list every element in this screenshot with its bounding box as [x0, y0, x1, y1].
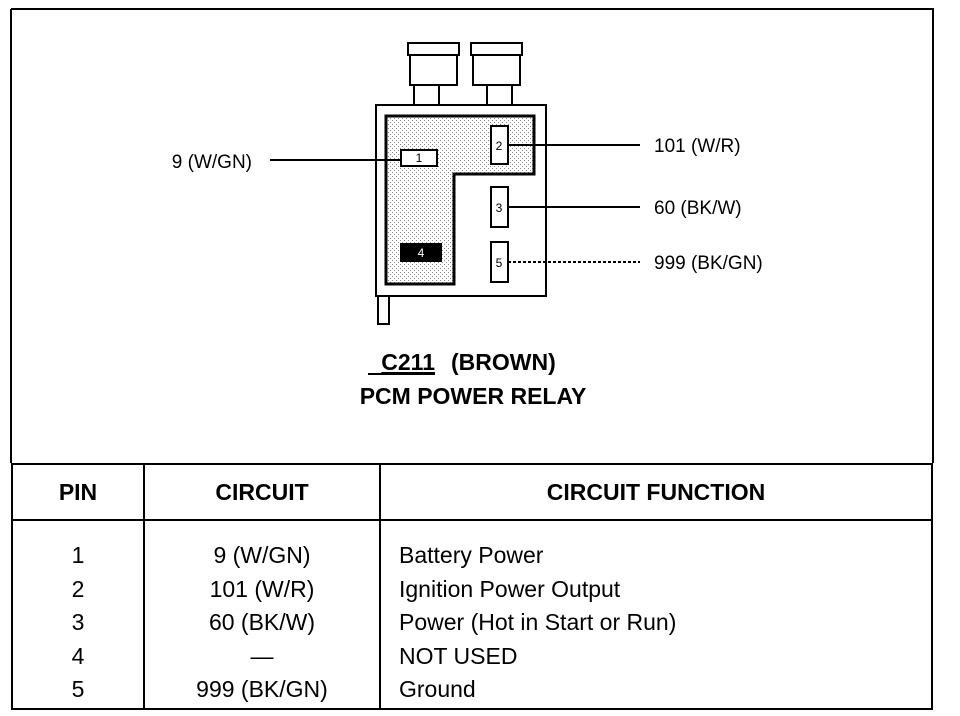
table-cell-circuit: 60 (BK/W)	[208, 609, 316, 635]
table-cell-function: NOT USED	[399, 642, 518, 669]
table-body: 1 2 3 4 5 9 (W/GN) 101 (W/R) 60 (BK/W) —…	[11, 520, 933, 710]
relay-top-terminals	[407, 42, 523, 106]
pin-2-label: 2	[496, 139, 503, 153]
connector-name: PCM POWER RELAY	[360, 383, 587, 409]
table-cell-function: Power (Hot in Start or Run)	[399, 609, 677, 635]
pin-4	[400, 243, 442, 262]
pin-3-label: 3	[496, 201, 503, 215]
table-header-row: PIN CIRCUIT CIRCUIT FUNCTION	[11, 463, 933, 521]
leader-lines	[270, 144, 640, 263]
table-cell-function: Ground	[399, 676, 476, 702]
table-cell-circuit: —	[250, 642, 274, 669]
table-cell-pin: 1	[71, 542, 85, 568]
table-cell-pin: 3	[71, 609, 85, 635]
table-cell-pin: 5	[71, 676, 85, 702]
table-cell-function: Ignition Power Output	[399, 575, 621, 602]
pin-5-label: 5	[496, 256, 503, 270]
header-function: CIRCUIT FUNCTION	[379, 463, 933, 521]
table-cell-circuit: 9 (W/GN)	[213, 542, 311, 568]
table-cell-pin: 2	[71, 575, 85, 602]
locking-tab	[377, 295, 390, 325]
wire-label-pin-2: 101 (W/R)	[654, 136, 741, 157]
pin-4-label: 4	[418, 246, 425, 260]
wire-label-pin-5: 999 (BK/GN)	[654, 253, 763, 274]
wire-label-pin-1: 9 (W/GN)	[172, 152, 252, 173]
pin-1-label: 1	[416, 151, 423, 165]
pin-1	[400, 149, 438, 167]
outer-frame	[10, 8, 934, 463]
table-cell-circuit: 101 (W/R)	[209, 575, 315, 602]
header-circuit: CIRCUIT	[143, 463, 381, 521]
connector-id: C211	[381, 349, 435, 375]
pin-table: PIN CIRCUIT CIRCUIT FUNCTION 1 2 3 4 5 9…	[11, 463, 933, 710]
connector-color: (BROWN)	[451, 349, 556, 375]
table-cell-circuit: 999 (BK/GN)	[196, 676, 328, 702]
wire-label-pin-3: 60 (BK/W)	[654, 198, 742, 219]
header-pin: PIN	[11, 463, 145, 521]
pin-column: 1 2 3 4 5	[11, 520, 145, 710]
connector-diagram: 1 2 3 4 5 9 (W/GN) 101 (W/R) 60 (BK/W) 9…	[10, 8, 934, 463]
function-column: Battery Power Ignition Power Output Powe…	[379, 520, 933, 710]
table-cell-pin: 4	[71, 642, 85, 669]
circuit-column: 9 (W/GN) 101 (W/R) 60 (BK/W) — 999 (BK/G…	[143, 520, 381, 710]
table-cell-function: Battery Power	[399, 542, 544, 568]
